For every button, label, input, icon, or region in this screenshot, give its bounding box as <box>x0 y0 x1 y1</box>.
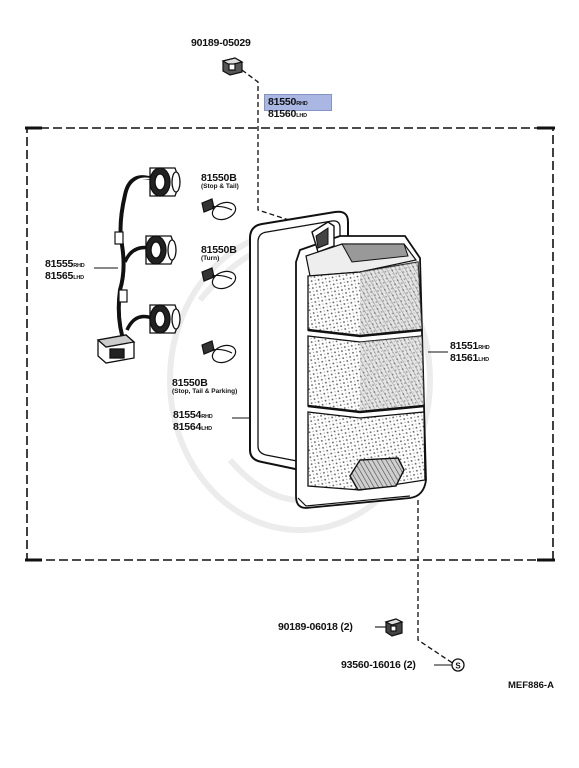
leader-nut-top <box>241 69 327 233</box>
part-label-lamp-assy-rhd[interactable]: 81550RHD <box>268 97 308 108</box>
part-number: 81555 <box>45 258 74 270</box>
clip-nut-top <box>221 57 244 76</box>
part-label-bulb-stop-tail-parking[interactable]: 81550B <box>172 377 208 389</box>
leader-screw <box>417 500 455 665</box>
part-label-lamp-assy-lhd[interactable]: 81560LHD <box>268 109 307 120</box>
part-label-nut-bottom[interactable]: 90189-06018 (2) <box>278 622 353 633</box>
socket-and-wire-harness <box>96 167 181 364</box>
part-suffix: LHD <box>73 275 84 281</box>
bulb-turn <box>201 267 237 290</box>
part-label-gasket-rhd[interactable]: 81554RHD <box>173 410 213 421</box>
part-label-socket-rhd[interactable]: 81555RHD <box>45 259 85 270</box>
assembly-boundary <box>25 126 555 562</box>
part-number: 81565 <box>45 270 74 282</box>
part-label-socket-lhd[interactable]: 81565LHD <box>45 271 84 282</box>
bulb-note-stop-tail: (Stop & Tail) <box>201 183 239 190</box>
part-suffix: RHD <box>478 345 490 351</box>
part-number: 81564 <box>173 421 202 433</box>
part-number: 81560 <box>268 108 297 120</box>
drawing-code: MEF886-A <box>508 680 554 691</box>
part-number: 81551 <box>450 340 479 352</box>
clip-nut-bottom <box>384 618 404 637</box>
bulb-note-turn: (Turn) <box>201 255 220 262</box>
bulb-stop-tail <box>201 198 237 221</box>
part-label-nut-top[interactable]: 90189-05029 <box>191 37 251 49</box>
part-label-lens-lhd[interactable]: 81561LHD <box>450 353 489 364</box>
part-number: 93560-16016 <box>341 659 401 671</box>
bulb-stop-tail-parking <box>201 340 237 364</box>
part-number: 90189-06018 <box>278 621 338 633</box>
part-qty: (2) <box>403 659 416 671</box>
part-suffix: RHD <box>201 414 213 420</box>
part-number-highlight <box>264 94 332 111</box>
part-suffix: LHD <box>478 357 489 363</box>
part-suffix: RHD <box>73 263 85 269</box>
part-suffix: LHD <box>201 426 212 432</box>
part-suffix: RHD <box>296 101 308 107</box>
part-label-bulb-turn[interactable]: 81550B <box>201 244 237 256</box>
part-label-gasket-lhd[interactable]: 81564LHD <box>173 422 212 433</box>
part-suffix: LHD <box>296 113 307 119</box>
part-qty: (2) <box>340 621 353 633</box>
svg-text:S: S <box>455 662 461 671</box>
part-label-bulb-stop-tail[interactable]: 81550B <box>201 172 237 184</box>
part-number: 81550 <box>268 96 297 108</box>
lamp-lens-body <box>295 221 427 509</box>
part-label-screw[interactable]: 93560-16016 (2) <box>341 660 416 671</box>
part-label-lens-rhd[interactable]: 81551RHD <box>450 341 490 352</box>
bulb-note-stop-tail-parking: (Stop, Tail & Parking) <box>172 388 238 395</box>
part-number: 81561 <box>450 352 479 364</box>
screw-icon: S <box>451 658 465 672</box>
part-number: 81554 <box>173 409 202 421</box>
leader-lines <box>94 267 448 419</box>
